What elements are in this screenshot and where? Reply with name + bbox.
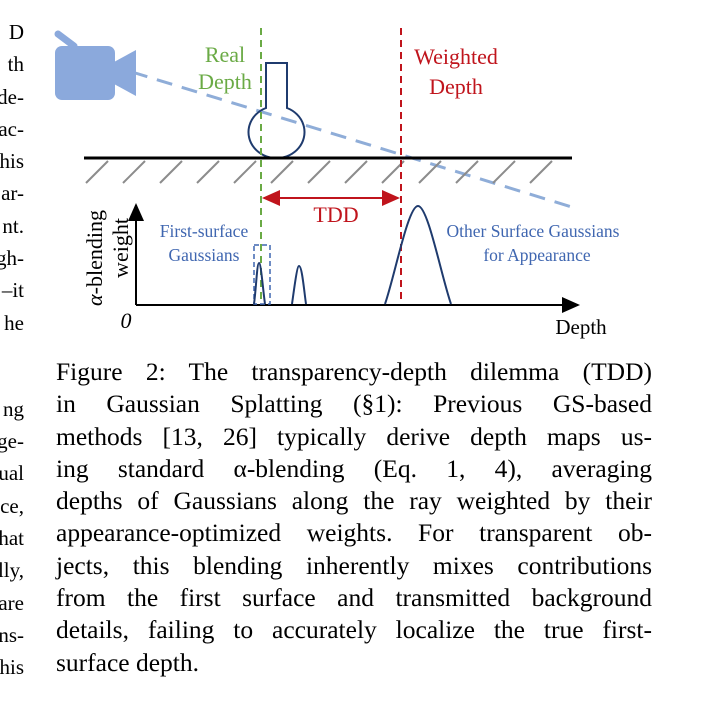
caption-line: Figure 2: The transparency-depth dilemma… xyxy=(56,357,652,386)
origin-label: 0 xyxy=(121,308,132,333)
appearance-gaussian-peak xyxy=(384,204,452,305)
weighted-depth-label-line2: Depth xyxy=(429,74,483,99)
left-fragment: ns- xyxy=(0,623,24,647)
left-fragment: are xyxy=(0,591,24,615)
left-fragment: ual xyxy=(0,461,24,485)
caption-line: details, failing to accurately localize … xyxy=(56,615,652,645)
real-depth-label-line1: Real xyxy=(205,42,245,67)
first-surface-gaussian-peak xyxy=(253,261,266,305)
first-surface-label-line1: First-surface xyxy=(160,221,249,241)
second-gaussian-peak xyxy=(291,264,307,305)
caption-line: from the first surface and transmitted b… xyxy=(56,583,652,613)
left-fragment: lly, xyxy=(0,558,24,582)
tdd-label: TDD xyxy=(313,202,358,227)
diagram-canvas: Real Depth Weighted Depth TDD α-blending… xyxy=(54,28,620,339)
caption-line: methods [13, 26] typically derive depth … xyxy=(56,421,652,451)
caption-line: in Gaussian Splatting (§1): Previous GS-… xyxy=(56,389,652,419)
left-fragment: ge- xyxy=(0,429,24,453)
left-fragment: ar- xyxy=(1,181,24,205)
figure-2-diagram: Real Depth Weighted Depth TDD α-blending… xyxy=(0,0,706,350)
left-fragment: nt. xyxy=(2,214,24,238)
caption-line: depths of Gaussians along the ray weight… xyxy=(56,486,652,516)
left-fragment: –it xyxy=(1,278,24,302)
other-surface-label-line2: for Appearance xyxy=(483,245,591,265)
ground-hatching xyxy=(85,160,553,184)
left-column-text-fragments: D th de- ac- his ar- nt. gh- –it he ng g… xyxy=(0,0,24,714)
other-surface-label-line1: Other Surface Gaussians xyxy=(446,221,619,241)
camera-icon xyxy=(54,30,136,100)
caption-line: appearance-optimized weights. For transp… xyxy=(56,518,652,548)
left-fragment: de- xyxy=(0,85,24,109)
real-depth-label-line2: Depth xyxy=(198,69,252,94)
left-fragment: gh- xyxy=(0,246,24,270)
left-fragment: D xyxy=(8,20,24,44)
left-fragment: his xyxy=(0,149,24,173)
left-fragment: ac- xyxy=(0,117,24,141)
left-fragment: ce, xyxy=(0,494,24,518)
first-surface-highlight-box xyxy=(253,244,271,305)
x-axis-label: Depth xyxy=(555,315,607,339)
caption-line: surface depth. xyxy=(56,647,200,677)
figure-caption: Figure 2: The transparency-depth dilemma… xyxy=(56,356,652,679)
left-fragment: th xyxy=(7,52,24,76)
weighted-depth-label-line1: Weighted xyxy=(414,44,498,69)
y-axis-label-line2: weight xyxy=(108,218,133,278)
left-fragment: he xyxy=(4,311,24,335)
first-surface-label-line2: Gaussians xyxy=(169,245,240,265)
caption-line: ing standard α-blending (Eq. 1, 4), aver… xyxy=(56,453,652,483)
left-fragment: his xyxy=(0,655,24,679)
y-axis-label-line1: α-blending xyxy=(82,210,107,306)
left-fragment: hat xyxy=(0,526,24,550)
left-fragment: ng xyxy=(3,397,24,421)
caption-line: jects, this blending inherently mixes co… xyxy=(56,550,652,580)
